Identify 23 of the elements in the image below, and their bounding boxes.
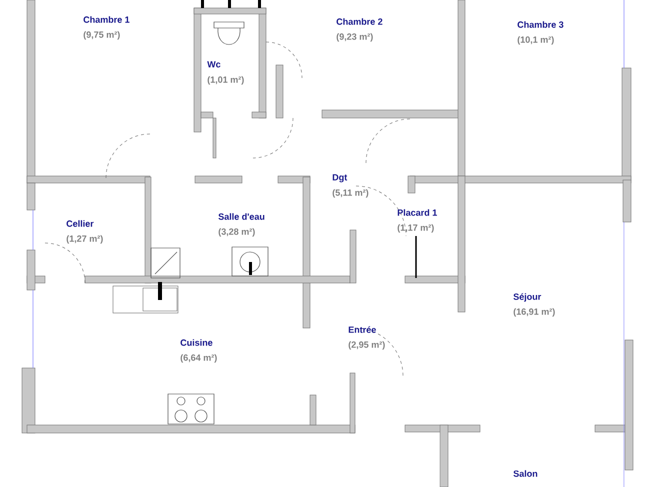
room-area: (16,91 m²) [514,308,555,317]
room-area: (6,64 m²) [180,354,217,363]
room-area: (2,95 m²) [348,341,385,350]
room-name: Cellier [66,220,94,227]
room-area: (10,1 m²) [518,36,554,45]
room-name: Dgt [332,174,348,182]
room-name: Placard 1 [398,209,437,216]
room-area: (9,23 m²) [336,33,373,42]
room-area: (9,75 m²) [84,31,120,40]
room-area: (3,28 m²) [218,228,255,237]
room-area: (1,17 m²) [398,224,434,233]
room-name: Salle d'eau [218,213,264,220]
room-name: Cuisine [180,339,212,346]
room-name: Chambre 2 [336,18,382,25]
room-name: Séjour [513,293,542,302]
room-name: Wc [207,61,220,68]
room-name: Chambre 3 [518,21,564,28]
room-name: Entrée [348,326,376,333]
room-area: (1,27 m²) [66,235,103,244]
room-name: Chambre 1 [84,16,130,23]
room-area: (5,11 m²) [332,189,368,198]
room-area: (1,01 m²) [208,76,244,85]
room-name: Salon [513,470,538,477]
